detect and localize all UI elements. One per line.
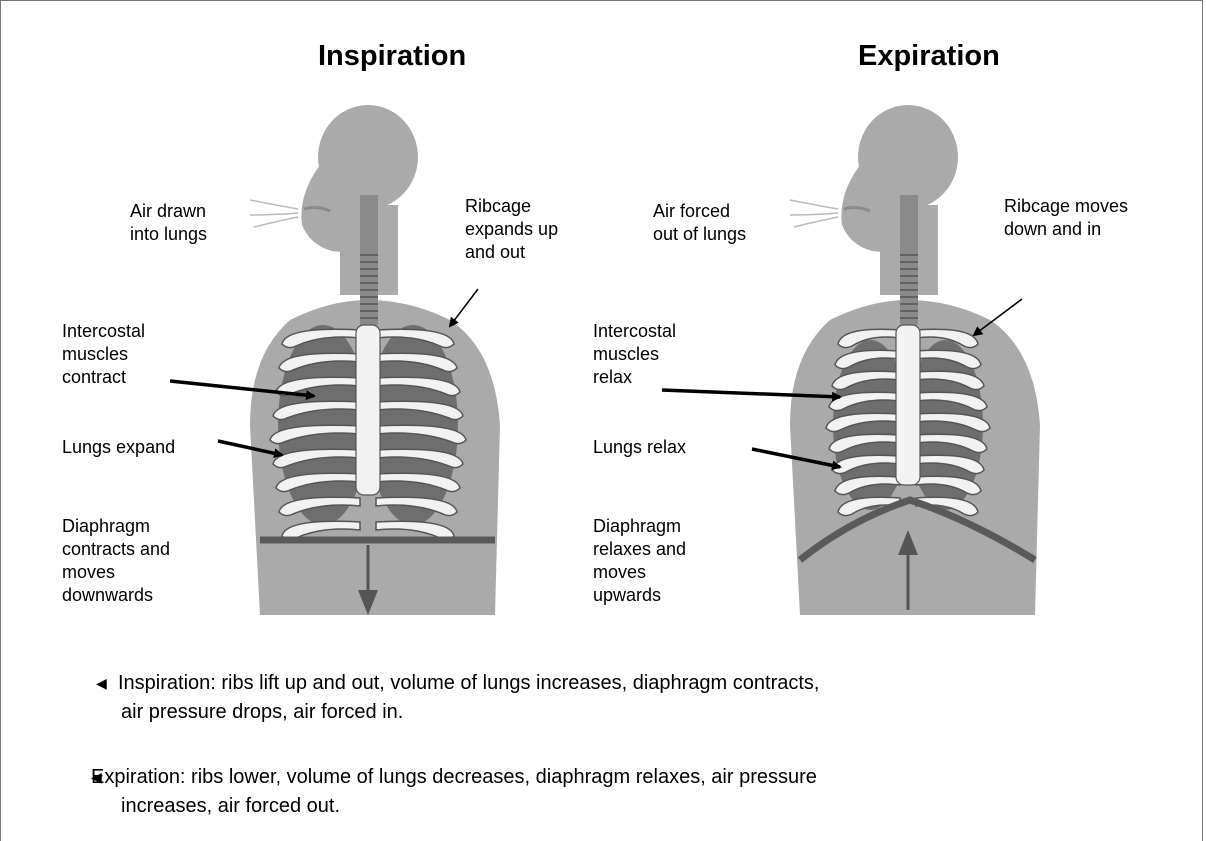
exp-ribcage-arrow [974, 299, 1022, 335]
insp-intercostal-arrow [170, 381, 314, 396]
insp-lungs-arrow [218, 441, 282, 455]
exp-lungs-arrow [752, 449, 840, 467]
inspiration-note: Inspiration: ribs lift up and out, volum… [96, 669, 819, 727]
insp-ribcage-arrow [450, 289, 478, 326]
expiration-note: Expiration: ribs lower, volume of lungs … [91, 763, 817, 821]
exp-intercostal-arrow [662, 390, 840, 397]
